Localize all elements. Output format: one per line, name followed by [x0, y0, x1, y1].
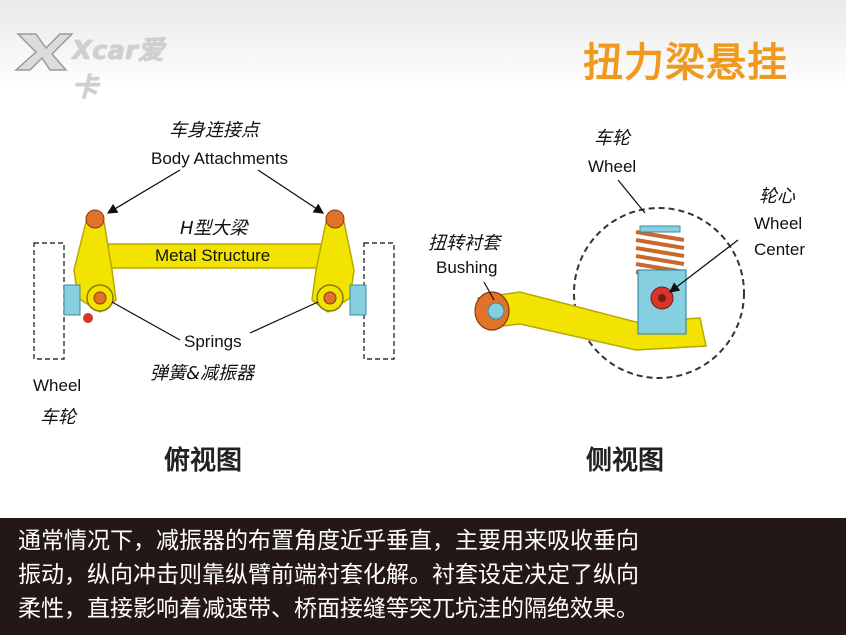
left-wheel-outline	[33, 242, 65, 360]
left-wheel-mount	[63, 284, 81, 316]
body-attachments-cn-label: 车身连接点	[169, 120, 259, 141]
bushing-label: Bushing	[436, 258, 498, 277]
logo-text: Xcar爱卡	[72, 36, 164, 103]
torsion-bushing-inner	[487, 302, 505, 320]
wheel-cn-label-top: 车轮	[40, 407, 76, 428]
leader-body-left	[106, 169, 181, 214]
right-body-bushing	[325, 209, 345, 229]
header-band	[0, 0, 846, 90]
caption-line: 柔性，直接影响着减速带、桥面接缝等突兀坑洼的隔绝效果。	[18, 596, 639, 622]
wheel-dashed-circle	[573, 207, 745, 379]
leader-springs-right	[249, 301, 319, 334]
caption-line: 通常情况下，减振器的布置角度近乎垂直，主要用来吸收垂向	[18, 528, 639, 554]
wheel-center-label-line1: Wheel	[754, 214, 803, 233]
suspension-diagram	[33, 169, 745, 379]
right-wheel-outline	[363, 242, 395, 360]
left-brake-fitting	[83, 313, 93, 323]
leader-body-right	[257, 169, 325, 214]
metal-structure-label: Metal Structure	[155, 246, 271, 265]
page-title: 扭力梁悬挂	[583, 40, 788, 86]
wheel-label-side: Wheel	[588, 157, 637, 176]
springs-cn-label: 弹簧&减振器	[150, 363, 255, 384]
xcar-logo-mark-icon	[14, 33, 74, 71]
wheel-cn-label-side: 车轮	[594, 128, 630, 149]
body-attachments-label: Body Attachments	[151, 149, 289, 168]
wheel-label-top: Wheel	[33, 376, 82, 395]
wheel-center-label-line2: Center	[754, 240, 806, 259]
springs-label: Springs	[184, 332, 242, 351]
leader-wheel-center	[668, 239, 739, 293]
leader-springs-left	[111, 301, 181, 341]
leader-wheel	[617, 179, 646, 214]
caption-box: 通常情况下，减振器的布置角度近乎垂直，主要用来吸收垂向 振动，纵向冲击则靠纵臂前…	[0, 518, 846, 635]
left-spring-seat-inner	[93, 291, 107, 305]
h-beam-cn-label: H型大梁	[180, 218, 248, 239]
top-view-diagram	[33, 169, 395, 360]
spring-top-cap	[639, 225, 681, 233]
xcar-logo: Xcar爱卡	[14, 28, 184, 103]
right-spring-seat-inner	[323, 291, 337, 305]
side-view-diagram	[474, 179, 745, 379]
wheel-hub-inner	[658, 294, 666, 302]
right-wheel-mount	[349, 284, 367, 316]
caption-line: 振动，纵向冲击则靠纵臂前端衬套化解。衬套设定决定了纵向	[18, 562, 639, 588]
leader-bushing	[483, 281, 495, 301]
bushing-cn-label: 扭转衬套	[428, 233, 500, 254]
side-view-caption: 侧视图	[586, 446, 665, 476]
left-body-bushing	[85, 209, 105, 229]
wheel-center-cn-label: 轮心	[759, 186, 795, 207]
top-view-caption: 俯视图	[164, 446, 243, 476]
